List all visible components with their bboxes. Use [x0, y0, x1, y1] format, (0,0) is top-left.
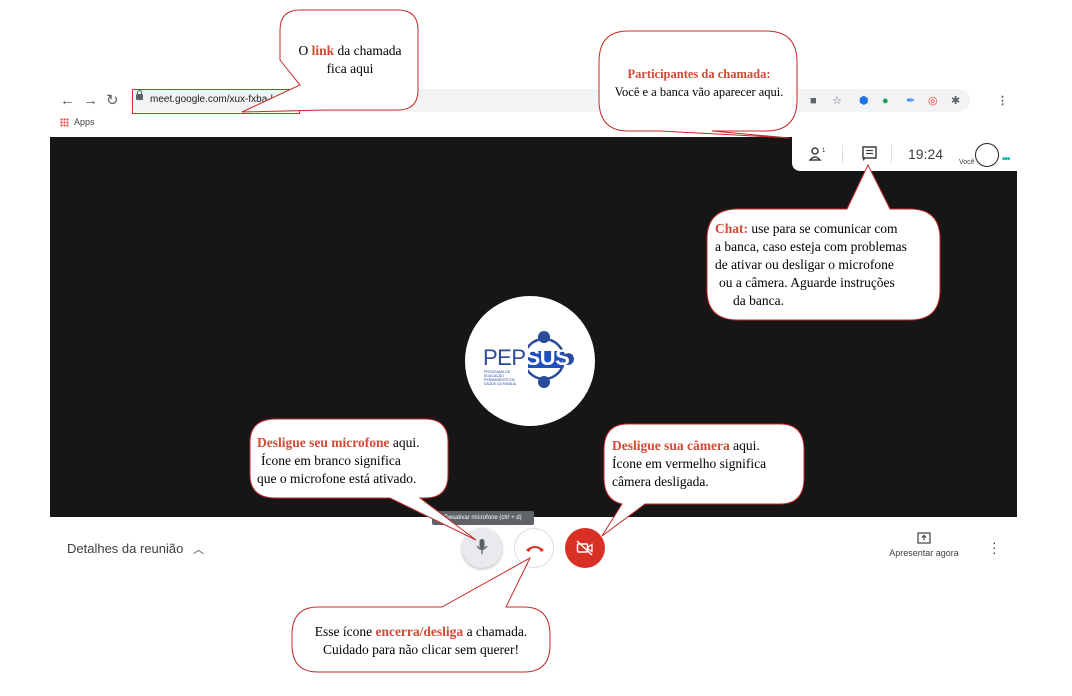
hangup-callout-text: Esse ícone encerra/desliga a chamada. Cu…	[314, 624, 528, 657]
panel-divider	[842, 145, 843, 163]
extension-target-icon[interactable]: ◎	[928, 95, 938, 107]
meeting-details-button[interactable]: Detalhes da reunião ︿	[67, 541, 204, 556]
extension-pen-icon[interactable]: ✒	[906, 95, 916, 107]
url-text: meet.google.com/xux-fxba-kva	[150, 94, 287, 105]
camera-callout-bubble	[601, 423, 805, 537]
logo-emblem-icon	[528, 331, 574, 388]
svg-text:1: 1	[822, 148, 826, 154]
extensions-puzzle-icon[interactable]: ✱	[951, 95, 961, 107]
present-now-button[interactable]: Apresentar agora	[884, 532, 964, 558]
participants-callout-text: Participantes da chamada: Você e a banca…	[614, 67, 784, 99]
extension-shield-icon[interactable]: ⬢	[859, 95, 869, 107]
star-icon[interactable]: ☆	[832, 95, 842, 107]
camera-toggle-button[interactable]	[565, 528, 605, 568]
meeting-top-panel: 1 19:24 Você •••	[792, 137, 1017, 171]
camera-callout-text: Desligue sua câmera aqui. Ícone em verme…	[612, 438, 767, 489]
chevron-up-icon: ︿	[192, 544, 204, 556]
logo-subtitle: PROGRAMA DE EDUCAÇÃO PERMANENTE EM SAÚDE…	[484, 370, 517, 386]
panel-divider	[891, 145, 892, 163]
people-icon[interactable]: 1	[809, 146, 827, 162]
more-vert-icon[interactable]: ···	[992, 534, 997, 560]
chat-callout-text: Chat: use para se comunicar com a banca,…	[715, 221, 907, 308]
mic-icon	[476, 539, 488, 554]
camera-icon[interactable]: ■	[810, 95, 817, 107]
bookmark-apps[interactable]: Apps	[60, 117, 95, 128]
mic-tooltip: Desativar microfone (ctrl + d)	[432, 511, 534, 525]
mic-callout-bubble	[249, 418, 477, 541]
chat-callout-bubble	[706, 163, 941, 321]
apps-grid-icon	[60, 118, 69, 128]
back-arrow-icon[interactable]: ←	[60, 92, 75, 109]
lock-icon	[136, 90, 143, 100]
link-callout-text: O link da chamada fica aqui	[298, 43, 402, 76]
link-callout-bubble	[241, 9, 419, 113]
reload-icon[interactable]: ↻	[106, 92, 119, 109]
chat-icon[interactable]	[862, 146, 878, 162]
self-label: Você	[959, 159, 975, 166]
participants-callout-bubble	[598, 30, 798, 139]
extension-green-icon[interactable]: ●	[882, 95, 889, 107]
hangup-callout-bubble	[291, 556, 551, 673]
meeting-clock: 19:24	[908, 146, 944, 162]
self-avatar[interactable]	[975, 143, 999, 167]
forward-arrow-icon[interactable]: →	[83, 92, 98, 109]
browser-menu-icon[interactable]: ⋮	[997, 95, 1008, 107]
mic-callout-text: Desligue seu microfone aqui. Ícone em br…	[257, 435, 420, 486]
audio-indicator-icon: •••	[1002, 154, 1010, 165]
camera-off-icon	[576, 540, 593, 556]
hangup-button[interactable]	[514, 528, 554, 568]
present-icon	[917, 532, 931, 544]
logo-text: PEPSUS	[483, 345, 570, 370]
hangup-icon	[526, 546, 544, 552]
